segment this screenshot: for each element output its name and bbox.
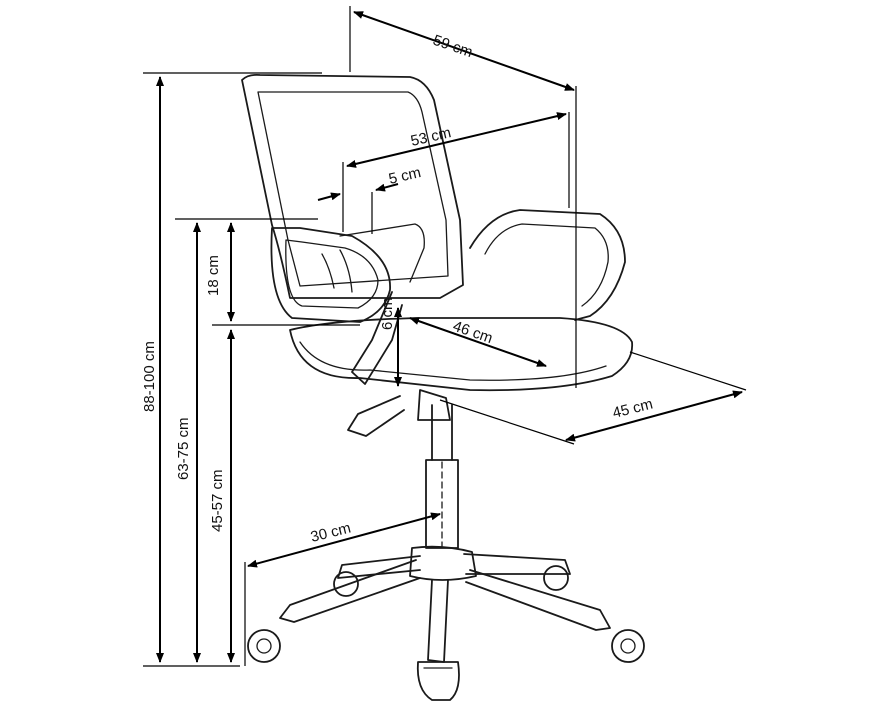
dimension-labels: 59 cm 53 cm 5 cm 18 cm 6 cm 46 cm 45 cm …	[141, 32, 655, 546]
armrest-left	[270, 223, 425, 385]
backrest-outline	[241, 73, 464, 299]
seat-mechanism	[347, 389, 451, 437]
star-base	[279, 545, 611, 663]
extension-lines	[143, 6, 747, 667]
gas-lift	[425, 404, 459, 549]
armrest-right	[469, 209, 626, 321]
label-armrest-above-seat: 18 cm	[205, 255, 222, 296]
dim-backrest-width-arrow	[346, 112, 567, 168]
label-seat-width: 46 cm	[451, 318, 495, 347]
label-seat-cushion: 6 cm	[379, 297, 396, 330]
label-base-radius: 30 cm	[309, 520, 353, 546]
dimension-arrows	[156, 11, 743, 663]
label-backrest-frame: 5 cm	[387, 164, 423, 188]
dim-seat-width-arrow	[409, 317, 547, 367]
seat-cushion	[289, 317, 634, 392]
dim-base-radius-arrow	[247, 512, 441, 568]
label-seat-height: 45-57 cm	[209, 469, 226, 532]
dim-seat-depth-arrow	[565, 390, 743, 442]
dim-total-width-arrow	[353, 11, 575, 91]
dim-backrest-frame-arrow	[317, 192, 341, 201]
label-total-height: 88-100 cm	[141, 341, 158, 412]
label-total-width: 59 cm	[431, 32, 475, 61]
label-armrest-height: 63-75 cm	[175, 417, 192, 480]
casters	[247, 565, 645, 701]
dim-backrest-frame-arrow-2	[375, 183, 399, 192]
